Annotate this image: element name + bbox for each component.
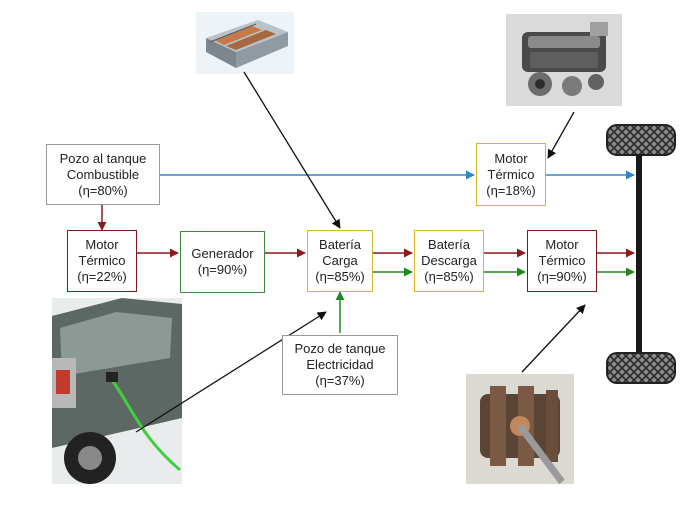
box-bateria-descarga-line3: (η=85%)	[424, 269, 474, 284]
box-motor-termico-top: Motor Térmico (η=18%)	[476, 143, 546, 206]
box-bateria-descarga: Batería Descarga (η=85%)	[414, 230, 484, 292]
box-motor-termico-2-line3: (η=90%)	[537, 269, 587, 284]
box-pozo-electricidad: Pozo de tanque Electricidad (η=37%)	[282, 335, 398, 395]
engine-photo	[506, 14, 622, 106]
box-motor-termico-1-line1: Motor	[85, 237, 119, 252]
box-motor-termico-2-line1: Motor	[545, 237, 579, 252]
box-pozo-combustible-line3: (η=80%)	[78, 182, 128, 198]
pointer-engine-photo	[547, 111, 575, 159]
box-pozo-electricidad-line3: (η=37%)	[315, 373, 365, 388]
box-motor-termico-1-line2: Térmico	[78, 253, 126, 268]
box-motor-termico-top-line3: (η=18%)	[486, 182, 536, 198]
box-bateria-carga-line3: (η=85%)	[315, 269, 365, 284]
pointer-car-photo	[135, 311, 327, 433]
box-motor-termico-1-line3: (η=22%)	[77, 269, 127, 284]
box-motor-termico-2-line2: Térmico	[538, 253, 586, 268]
box-pozo-combustible-line2: Combustible	[66, 166, 140, 182]
box-generador-line1: Generador	[191, 246, 254, 261]
box-motor-termico-top-line2: Térmico	[487, 166, 535, 182]
box-bateria-descarga-line2: Descarga	[421, 253, 477, 268]
box-generador-line2: (η=90%)	[197, 262, 248, 277]
box-pozo-combustible-line1: Pozo al tanque	[59, 150, 147, 166]
axle	[636, 154, 642, 354]
box-generador: Generador (η=90%)	[180, 231, 265, 293]
car-charging-photo	[52, 298, 182, 484]
wheel-icon	[606, 352, 676, 384]
box-bateria-carga-line1: Batería	[319, 237, 361, 252]
electric-rotor-photo	[466, 374, 574, 484]
box-bateria-descarga-line1: Batería	[428, 237, 470, 252]
box-bateria-carga: Batería Carga (η=85%)	[307, 230, 373, 292]
box-pozo-electricidad-line2: Electricidad	[306, 357, 374, 372]
pointer-battery-photo	[243, 71, 341, 229]
box-pozo-electricidad-line1: Pozo de tanque	[294, 341, 386, 356]
box-pozo-combustible: Pozo al tanque Combustible (η=80%)	[46, 144, 160, 205]
pointer-rotor-photo	[521, 304, 586, 373]
box-motor-termico-2: Motor Térmico (η=90%)	[527, 230, 597, 292]
box-bateria-carga-line2: Carga	[322, 253, 358, 268]
battery-pack-photo	[196, 12, 294, 74]
box-motor-termico-top-line1: Motor	[494, 150, 528, 166]
box-motor-termico-1: Motor Térmico (η=22%)	[67, 230, 137, 292]
